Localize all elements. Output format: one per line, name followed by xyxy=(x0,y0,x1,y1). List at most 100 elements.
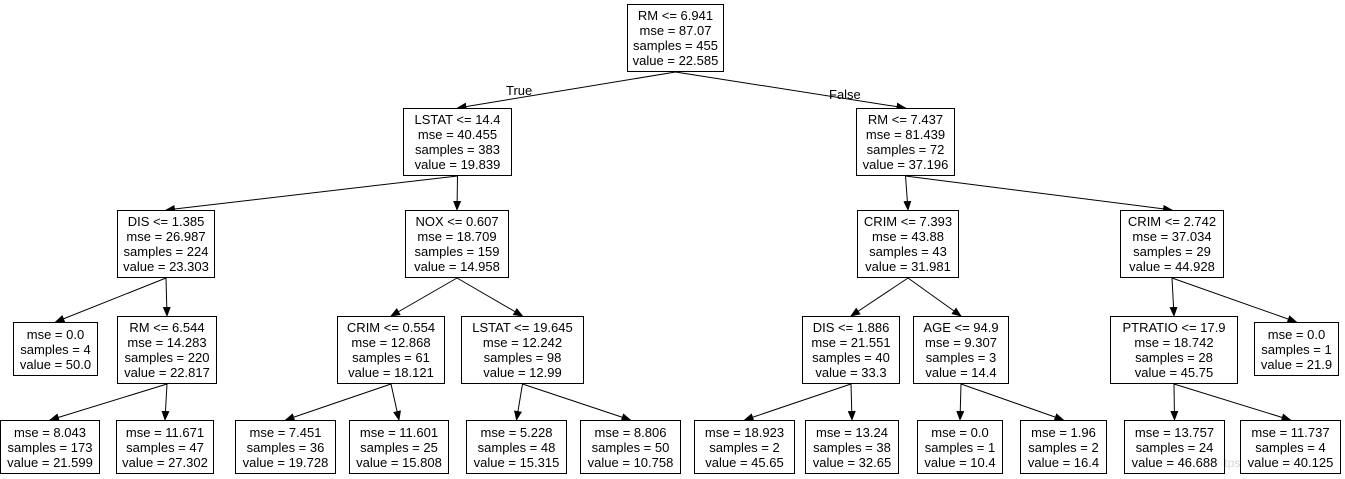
node-line: samples = 43 xyxy=(869,244,947,259)
node-line: value = 33.3 xyxy=(815,365,887,380)
node-line: mse = 12.242 xyxy=(482,335,563,350)
node-line: samples = 48 xyxy=(477,439,556,455)
edge-l1b-l2c xyxy=(903,175,912,211)
edge-l3f-l4i xyxy=(956,383,965,421)
node-line: samples = 2 xyxy=(1028,439,1099,455)
node-line: samples = 159 xyxy=(414,244,500,259)
node-line: CRIM <= 7.393 xyxy=(863,214,953,229)
edge-l3d-l4f xyxy=(522,383,632,421)
node-line: value = 45.75 xyxy=(1134,365,1214,380)
edge-l1b-l2d xyxy=(905,175,1173,213)
node-line: PTRATIO <= 17.9 xyxy=(1122,320,1226,335)
node-line: samples = 24 xyxy=(1135,439,1214,455)
edge-l2d-l3g xyxy=(1169,277,1178,317)
edge-l1a-l2b xyxy=(453,175,462,211)
edge-l2c-l3f xyxy=(907,277,962,317)
node-line: value = 37.196 xyxy=(862,157,949,172)
node-line: mse = 18.923 xyxy=(704,424,785,440)
true-branch-label: True xyxy=(506,83,533,98)
node-line: mse = 11.737 xyxy=(1251,424,1330,440)
node-line: value = 32.65 xyxy=(812,454,892,470)
node-line: samples = 98 xyxy=(483,350,562,365)
edge-l3d-l4e xyxy=(514,383,523,421)
node-line: value = 10.758 xyxy=(587,454,674,470)
node-line: RM <= 6.544 xyxy=(129,320,205,335)
node-line: value = 19.839 xyxy=(414,157,501,172)
node-line: mse = 18.709 xyxy=(417,229,497,244)
node-line: samples = 50 xyxy=(591,439,670,455)
node-line: value = 44.928 xyxy=(1129,259,1215,274)
node-line: samples = 38 xyxy=(813,439,891,455)
node-line: value = 50.0 xyxy=(19,356,92,372)
node-line: samples = 173 xyxy=(7,439,93,455)
node-line: samples = 29 xyxy=(1133,244,1211,259)
node-line: value = 15.315 xyxy=(473,454,560,470)
node-line: samples = 28 xyxy=(1135,350,1213,365)
node-line: value = 15.808 xyxy=(356,454,442,470)
edge-l3f-l4j xyxy=(960,383,1065,421)
node-line: DIS <= 1.385 xyxy=(127,214,205,229)
node-line: value = 27.302 xyxy=(122,454,208,470)
node-line: mse = 0.0 xyxy=(26,326,85,342)
node-line: value = 10.4 xyxy=(924,454,996,470)
node-line: samples = 1 xyxy=(1261,341,1332,357)
edge-l1a-l2a xyxy=(165,175,458,213)
edge-l2b-l3c xyxy=(390,277,458,317)
node-line: value = 40.125 xyxy=(1247,454,1334,470)
node-line: mse = 18.742 xyxy=(1134,335,1214,350)
node-line: mse = 9.307 xyxy=(925,335,997,350)
node-line: value = 23.303 xyxy=(123,259,209,274)
node-line: value = 19.728 xyxy=(242,454,329,470)
node-line: value = 14.958 xyxy=(414,259,500,274)
node-line: samples = 47 xyxy=(126,439,204,455)
node-line: samples = 2 xyxy=(709,439,780,455)
node-line: mse = 37.034 xyxy=(1132,229,1212,244)
node-line: mse = 81.439 xyxy=(865,127,946,142)
node-line: value = 21.599 xyxy=(7,454,93,470)
node-line: mse = 87.07 xyxy=(639,23,712,38)
node-line: samples = 1 xyxy=(924,439,996,455)
node-line: mse = 1.96 xyxy=(1031,424,1096,440)
edge-l3b-l4a xyxy=(49,383,168,422)
edge-root-l1b xyxy=(675,71,907,111)
node-line: mse = 40.455 xyxy=(417,127,498,142)
node-line: mse = 14.283 xyxy=(127,335,207,350)
edge-l2d-l3h xyxy=(1171,277,1298,323)
node-line: CRIM <= 0.554 xyxy=(346,320,436,335)
node-line: mse = 43.88 xyxy=(872,229,944,244)
edge-l3e-l4g xyxy=(743,383,852,421)
edge-l3c-l4d xyxy=(390,383,401,421)
node-line: value = 21.9 xyxy=(1260,356,1333,372)
node-line: mse = 8.806 xyxy=(594,424,667,440)
edge-l3b-l4b xyxy=(161,383,170,421)
node-line: DIS <= 1.886 xyxy=(812,320,890,335)
node-line: value = 14.4 xyxy=(925,365,997,380)
edge-l3g-l4l xyxy=(1173,383,1292,422)
node-line: mse = 0.0 xyxy=(931,424,989,440)
node-line: value = 16.4 xyxy=(1027,454,1100,470)
node-line: mse = 8.043 xyxy=(14,424,86,440)
node-line: value = 31.981 xyxy=(865,259,951,274)
